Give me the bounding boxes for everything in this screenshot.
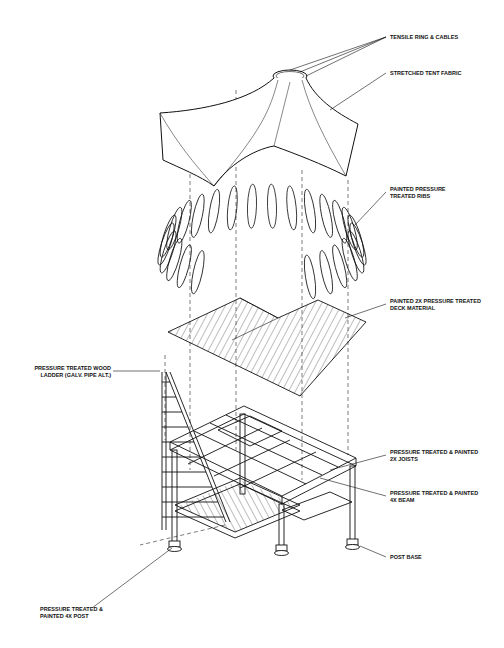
- callout-label: PRESSURE TREATED & PAINTED 4X BEAM: [390, 490, 486, 504]
- ladder-rung: [162, 457, 200, 458]
- ladder: [162, 372, 230, 530]
- ladder-rung: [162, 427, 188, 428]
- callout-label: TENSILE RING & CABLES: [390, 34, 498, 41]
- rib: [189, 193, 207, 238]
- rib: [302, 189, 318, 234]
- rib: [189, 250, 207, 295]
- frame: [170, 406, 356, 546]
- rib: [226, 186, 239, 231]
- callout-label: PAINTED PRESSURE TREATED RIBS: [390, 186, 452, 200]
- ladder-rung: [162, 412, 182, 413]
- ladder-rung: [162, 487, 212, 488]
- callout-label: PRESSURE TREATED WOOD LADDER (GALV. PIPE…: [10, 365, 111, 379]
- rib: [267, 184, 277, 228]
- callout-label: STRETCHED TENT FABRIC: [390, 70, 498, 77]
- deck: [168, 298, 366, 396]
- callout-label: PRESSURE TREATED & PAINTED 4X POST: [40, 606, 108, 620]
- ladder-rung: [162, 517, 224, 518]
- ladder-rung: [162, 442, 194, 443]
- leader-lines: [92, 37, 386, 608]
- post-bases: [168, 539, 360, 556]
- rib: [174, 199, 194, 244]
- rib: [330, 199, 350, 244]
- rib: [285, 186, 298, 231]
- ladder-rung: [162, 472, 206, 473]
- callout-label: POST BASE: [390, 554, 486, 561]
- ladder-rung: [162, 382, 170, 383]
- rib: [302, 254, 318, 299]
- ladder-rung: [162, 397, 176, 398]
- rib: [317, 193, 335, 238]
- rib: [317, 250, 335, 295]
- rib: [206, 189, 222, 234]
- rib: [345, 214, 367, 259]
- rib: [174, 244, 194, 289]
- ladder-rung: [162, 502, 218, 503]
- callout-label: PAINTED 2X PRESSURE TREATED DECK MATERIA…: [390, 298, 486, 312]
- rib: [339, 206, 360, 251]
- rib: [164, 206, 185, 251]
- rib: [247, 184, 257, 228]
- rib: [330, 244, 350, 289]
- rib-ring: [155, 184, 369, 299]
- callout-label: PRESSURE TREATED & PAINTED 2X JOISTS: [390, 449, 486, 463]
- tent-fabric: [160, 78, 358, 186]
